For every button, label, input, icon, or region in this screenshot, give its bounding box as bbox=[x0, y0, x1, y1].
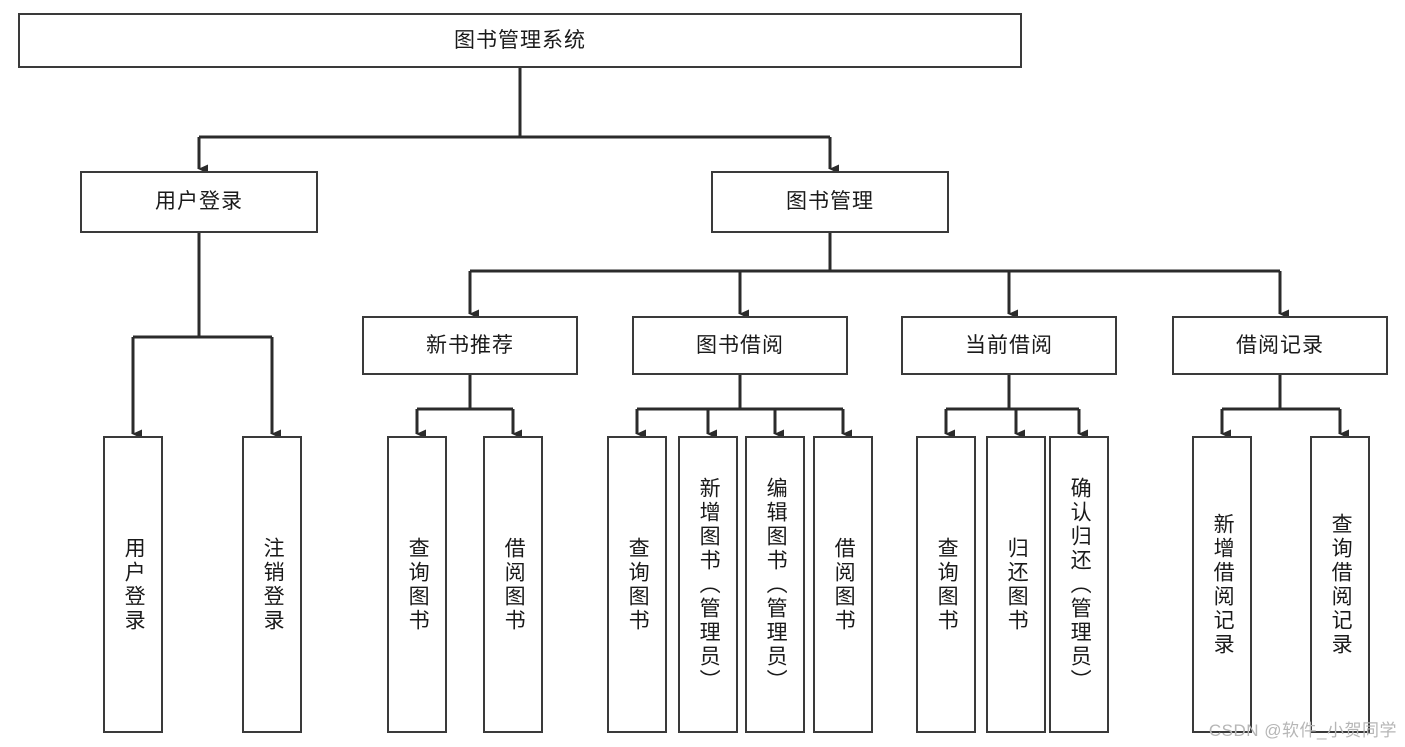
node-root[interactable]: 图书管理系统 bbox=[18, 13, 1022, 68]
node-book-manage[interactable]: 图书管理 bbox=[711, 171, 949, 233]
node-leaf-logout-login[interactable]: 注销登录 bbox=[242, 436, 302, 733]
node-label: 用户登录 bbox=[122, 536, 146, 633]
node-label: 图书借阅 bbox=[696, 333, 784, 357]
node-label: 确认归还（管理员） bbox=[1068, 476, 1092, 693]
node-label: 用户登录 bbox=[155, 190, 243, 214]
node-label: 图书管理 bbox=[786, 190, 874, 214]
node-label: 借阅图书 bbox=[502, 536, 526, 633]
node-label: 新书推荐 bbox=[426, 333, 514, 357]
node-label: 图书管理系统 bbox=[454, 28, 586, 52]
node-leaf-add-record[interactable]: 新增借阅记录 bbox=[1192, 436, 1252, 733]
node-label: 归还图书 bbox=[1005, 536, 1029, 633]
node-leaf-query-record[interactable]: 查询借阅记录 bbox=[1310, 436, 1370, 733]
node-leaf-user-login[interactable]: 用户登录 bbox=[103, 436, 163, 733]
node-leaf-query-book-cur[interactable]: 查询图书 bbox=[916, 436, 976, 733]
node-label: 新增图书（管理员） bbox=[697, 476, 721, 693]
node-label: 编辑图书（管理员） bbox=[764, 476, 788, 693]
node-borrow-record[interactable]: 借阅记录 bbox=[1172, 316, 1388, 375]
node-label: 查询图书 bbox=[935, 536, 959, 633]
node-leaf-return-book[interactable]: 归还图书 bbox=[986, 436, 1046, 733]
node-label: 借阅图书 bbox=[832, 536, 856, 633]
node-current-borrow[interactable]: 当前借阅 bbox=[901, 316, 1117, 375]
node-label: 新增借阅记录 bbox=[1211, 512, 1235, 657]
node-leaf-edit-book[interactable]: 编辑图书（管理员） bbox=[745, 436, 805, 733]
node-leaf-confirm-return[interactable]: 确认归还（管理员） bbox=[1049, 436, 1109, 733]
node-leaf-add-book[interactable]: 新增图书（管理员） bbox=[678, 436, 738, 733]
node-label: 查询图书 bbox=[626, 536, 650, 633]
node-label: 注销登录 bbox=[261, 536, 285, 633]
node-leaf-borrow-book-rec[interactable]: 借阅图书 bbox=[483, 436, 543, 733]
node-book-borrow[interactable]: 图书借阅 bbox=[632, 316, 848, 375]
node-new-book-recommend[interactable]: 新书推荐 bbox=[362, 316, 578, 375]
node-label: 查询借阅记录 bbox=[1329, 512, 1353, 657]
node-leaf-borrow-book[interactable]: 借阅图书 bbox=[813, 436, 873, 733]
node-leaf-query-book-borrow[interactable]: 查询图书 bbox=[607, 436, 667, 733]
node-user-login[interactable]: 用户登录 bbox=[80, 171, 318, 233]
watermark: CSDN @软件_小贺同学 bbox=[1208, 721, 1397, 740]
node-leaf-query-book-rec[interactable]: 查询图书 bbox=[387, 436, 447, 733]
node-label: 当前借阅 bbox=[965, 333, 1053, 357]
node-label: 查询图书 bbox=[406, 536, 430, 633]
node-label: 借阅记录 bbox=[1236, 333, 1324, 357]
